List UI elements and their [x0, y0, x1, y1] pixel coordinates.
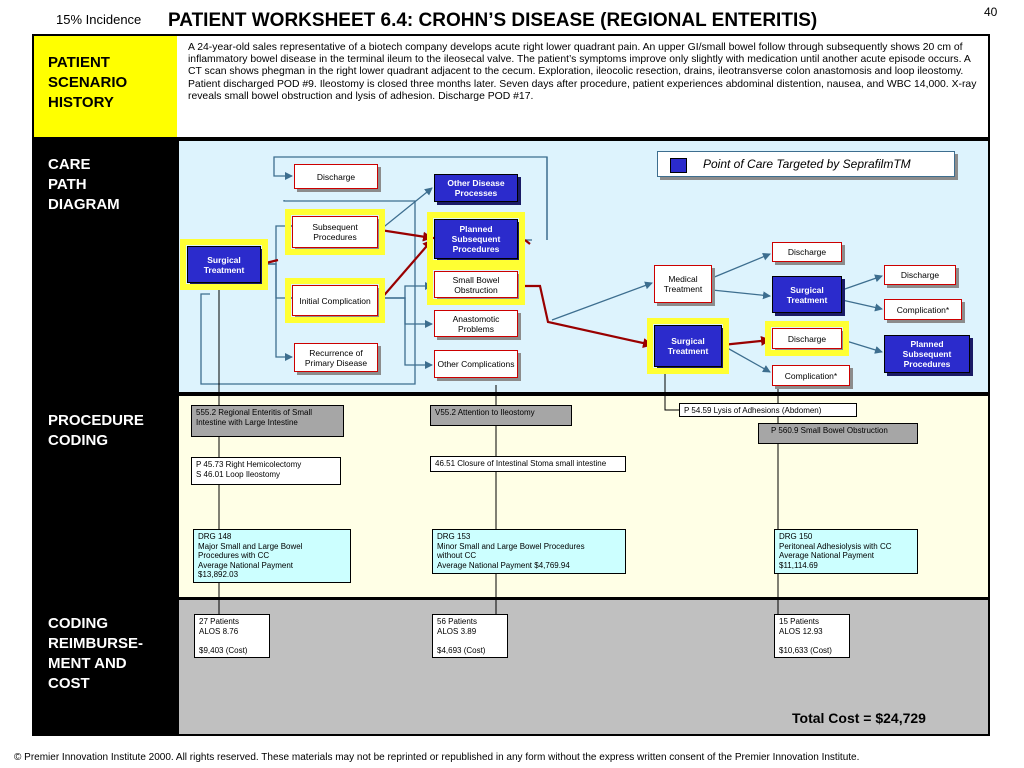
- legend-swatch: [670, 158, 687, 173]
- medical-treatment-node: Medical Treatment: [654, 265, 712, 303]
- copyright-footer: © Premier Innovation Institute 2000. All…: [14, 752, 860, 763]
- care-path-label: CARE PATH DIAGRAM: [48, 156, 120, 213]
- planned-subsequent-node-2: Planned Subsequent Procedures: [884, 335, 970, 373]
- page-title: PATIENT WORKSHEET 6.4: CROHN’S DISEASE (…: [168, 10, 818, 31]
- diagnosis-code-3: P 560.9 Small Bowel Obstruction: [758, 423, 918, 444]
- scenario-text: A 24-year-old sales representative of a …: [188, 42, 977, 102]
- planned-subsequent-node-1: Planned Subsequent Procedures: [427, 212, 525, 266]
- scenario-panel: [177, 36, 988, 137]
- surgical-treatment-node-2: Surgical Treatment: [772, 276, 842, 313]
- discharge-node-1: Discharge: [294, 164, 378, 189]
- subsequent-procedures-node: Subsequent Procedures: [285, 209, 385, 255]
- discharge-node-2: Discharge: [772, 242, 842, 262]
- diagnosis-code-1: 555.2 Regional Enteritis of Small Intest…: [191, 405, 344, 437]
- legend-box: Point of Care Targeted by SeprafilmTM: [657, 151, 955, 177]
- drg-box-3: DRG 150 Peritoneal Adhesiolysis with CC …: [774, 529, 918, 574]
- initial-complication-node: Initial Complication: [285, 278, 385, 323]
- reimbursement-label: CODING REIMBURSE- MENT AND COST: [48, 615, 144, 692]
- scenario-label-panel: [34, 36, 177, 137]
- page-number: 40: [984, 5, 998, 19]
- recurrence-node: Recurrence of Primary Disease: [294, 343, 378, 372]
- procedure-code-1: P 45.73 Right Hemicolectomy S 46.01 Loop…: [191, 457, 341, 485]
- cost-box-3: 15 Patients ALOS 12.93 $10,633 (Cost): [774, 614, 850, 658]
- complication-node-2: Complication*: [884, 299, 962, 320]
- procedure-coding-label: PROCEDURE CODING: [48, 412, 144, 449]
- cost-box-2: 56 Patients ALOS 3.89 $4,693 (Cost): [432, 614, 508, 658]
- discharge-node-3: Discharge: [765, 321, 849, 356]
- cost-box-1: 27 Patients ALOS 8.76 $9,403 (Cost): [194, 614, 270, 658]
- surgical-treatment-node-3: Surgical Treatment: [647, 318, 729, 374]
- discharge-node-4: Discharge: [884, 265, 956, 285]
- total-cost: Total Cost = $24,729: [792, 710, 926, 726]
- complication-node-1: Complication*: [772, 365, 850, 386]
- reimbursement-panel: [179, 600, 988, 734]
- scenario-label: PATIENT SCENARIO HISTORY: [48, 54, 128, 111]
- incidence-label: 15% Incidence: [56, 12, 142, 27]
- drg-box-2: DRG 153 Minor Small and Large Bowel Proc…: [432, 529, 626, 574]
- legend-text: Point of Care Targeted by SeprafilmTM: [703, 157, 911, 171]
- diagnosis-code-2: V55.2 Attention to Ileostomy: [430, 405, 572, 426]
- surgical-treatment-initial-node: Surgical Treatment: [180, 239, 268, 290]
- other-complications-node: Other Complications: [434, 350, 518, 378]
- anastomotic-problems-node: Anastomotic Problems: [434, 310, 518, 337]
- drg-box-1: DRG 148 Major Small and Large Bowel Proc…: [193, 529, 351, 583]
- other-disease-processes-node: Other Disease Processes: [434, 174, 518, 202]
- procedure-code-3: P 54.59 Lysis of Adhesions (Abdomen): [679, 403, 857, 417]
- procedure-code-2: 46.51 Closure of Intestinal Stoma small …: [430, 456, 626, 472]
- small-bowel-obstruction-node: Small Bowel Obstruction: [427, 264, 525, 305]
